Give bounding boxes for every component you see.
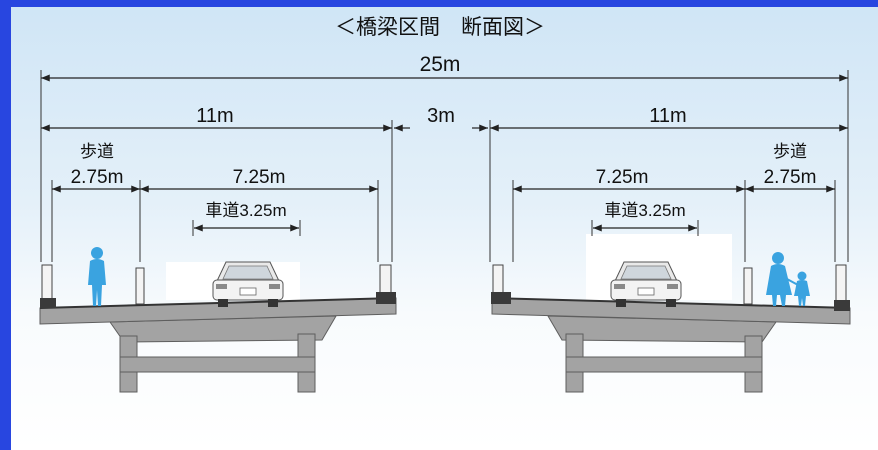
left-carriageway-label: 11m [196, 105, 233, 127]
right-median-curb [491, 292, 511, 304]
left-lane-width-label: 車道3.25m [205, 201, 286, 220]
woman-with-child-icon [766, 252, 810, 306]
car-rear-icon [610, 261, 682, 307]
car-rear-icon [212, 261, 284, 307]
page-title: ＜橋梁区間 断面図＞ [335, 16, 545, 39]
right-lane-width-label: 車道3.25m [604, 201, 685, 220]
right-roadway-width-label: 7.25m [596, 167, 649, 188]
left-median-curb [376, 292, 396, 304]
left-sidewalk-label: 歩道 [80, 142, 114, 161]
left-pier-crossbeam [119, 356, 316, 373]
right-carriageway-label: 11m [649, 105, 686, 127]
frame-left [0, 0, 11, 450]
left-sidewalk-edge [135, 267, 145, 305]
right-sidewalk-label: 歩道 [773, 142, 807, 161]
right-sidewalk-width-label: 2.75m [764, 167, 817, 188]
right-pier-crossbeam [565, 356, 763, 373]
left-outer-railing [41, 264, 53, 302]
total-width-label: 25m [420, 53, 461, 76]
left-median-railing [379, 264, 392, 296]
right-sidewalk-edge [743, 267, 753, 305]
left-roadway-width-label: 7.25m [233, 167, 286, 188]
right-outer-railing [835, 264, 847, 304]
left-outer-curb [40, 298, 56, 308]
right-median-railing [492, 264, 504, 296]
pedestrian-icon [88, 247, 106, 306]
median-label: 3m [427, 105, 455, 127]
left-sidewalk-width-label: 2.75m [71, 167, 124, 188]
right-bridge [491, 264, 851, 393]
right-outer-curb [834, 300, 850, 311]
frame-top [0, 0, 878, 7]
